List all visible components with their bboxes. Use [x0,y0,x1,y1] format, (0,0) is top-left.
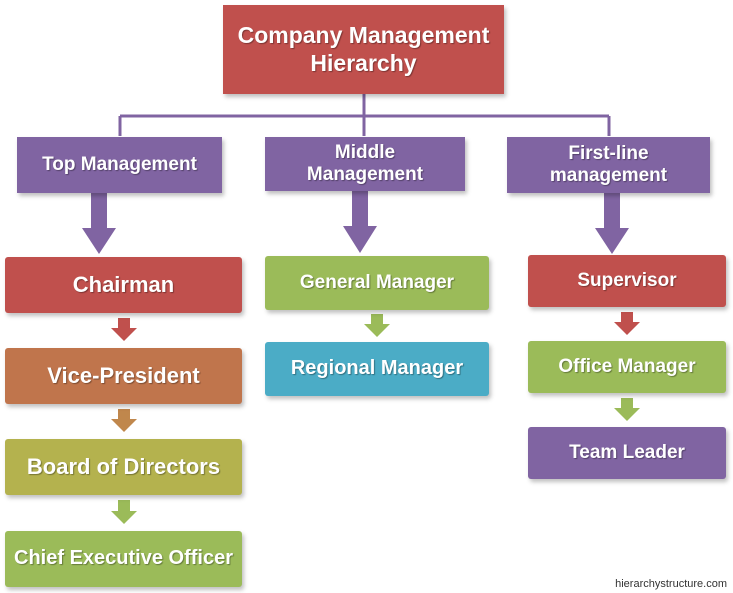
node-label: Vice-President [47,363,200,389]
node-supervisor: Supervisor [528,255,726,307]
node-label: Supervisor [577,269,677,291]
header-label-line2: management [549,165,668,186]
diagram-title: Company Management Hierarchy [223,5,504,94]
node-label: Chief Executive Officer [14,547,233,570]
node-office-manager: Office Manager [528,341,726,393]
title-line1: Company Management [237,22,490,49]
header-label-line2: Management [306,164,424,185]
node-team-leader: Team Leader [528,427,726,479]
node-chairman: Chairman [5,257,242,313]
arrow-down-icon [614,312,640,335]
header-middle-management: Middle Management [265,137,465,191]
node-chief-executive-officer: Chief Executive Officer [5,531,242,587]
title-line2: Hierarchy [310,49,417,76]
connector-lines [118,94,611,136]
node-label: Chairman [72,272,175,298]
arrow-down-icon [614,398,640,421]
source-credit: hierarchystructure.com [615,578,727,590]
node-general-manager: General Manager [265,256,489,310]
arrow-down-icon [111,500,137,524]
node-board-of-directors: Board of Directors [5,439,242,495]
arrow-down-icon [111,318,137,341]
node-label: General Manager [299,271,455,293]
node-label: Team Leader [569,441,685,463]
arrow-down-icon [595,193,629,254]
node-vice-president: Vice-President [5,348,242,404]
node-label: Office Manager [558,355,696,377]
node-label: Regional Manager [290,357,464,380]
node-regional-manager: Regional Manager [265,342,489,396]
header-label: Top Management [42,153,197,175]
arrow-down-icon [343,191,377,253]
header-label-line1: Middle [334,141,396,163]
header-first-line-management: First-line management [507,137,710,193]
header-top-management: Top Management [17,137,222,193]
node-label: Board of Directors [26,454,221,480]
arrow-down-icon [364,314,390,337]
arrow-down-icon [111,409,137,432]
arrow-down-icon [82,193,116,254]
header-label-line1: First-line [568,142,649,164]
